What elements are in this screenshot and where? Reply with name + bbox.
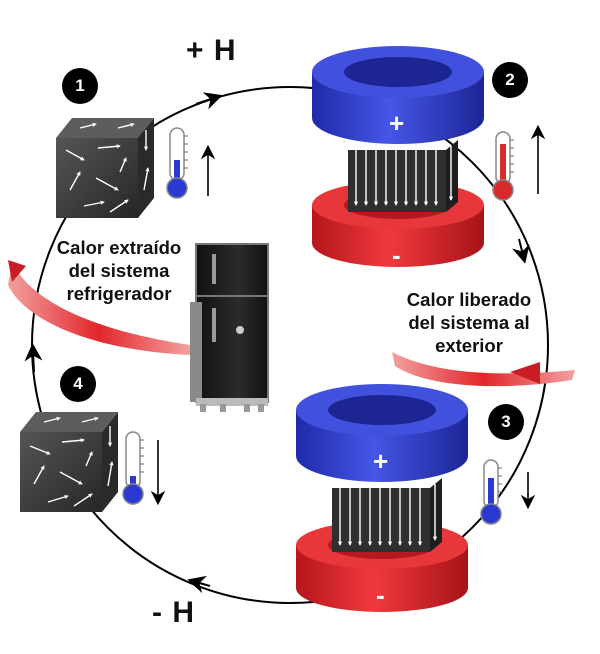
thermometer-cold-icon-3 — [480, 459, 502, 525]
field-label-plus-h: + H — [186, 34, 237, 67]
step-badge-2: 2 — [492, 62, 528, 98]
thermometer-cold-icon-1 — [166, 127, 188, 199]
magnet-top-3 — [296, 384, 468, 482]
pole-sign-north-2: + — [389, 108, 405, 138]
thermometer-hot-icon-2 — [492, 131, 514, 201]
pole-sign-south-2: - — [392, 240, 401, 270]
demagnetized-cube-4 — [20, 412, 118, 512]
heat-released-text: Calor liberado del sistema al exterior — [406, 289, 532, 356]
cycle-arrow-top-icon — [195, 92, 223, 110]
magnetized-cube-2 — [348, 140, 458, 212]
demagnetized-cube-1 — [56, 118, 154, 218]
cycle-arrow-right-icon — [512, 238, 530, 264]
thermometer-cold-icon-4 — [122, 431, 144, 505]
heat-extracted-text: Calor extraído del sistema refrigerador — [56, 237, 182, 304]
step-badge-4: 4 — [60, 366, 96, 402]
step-badge-3: 3 — [488, 404, 524, 440]
field-label-minus-h: - H — [152, 596, 195, 629]
pole-sign-south-3: - — [376, 580, 385, 610]
magnet-top-2 — [312, 46, 484, 144]
cycle-arrow-bottom-icon — [187, 575, 211, 594]
magnetized-cube-3 — [332, 478, 442, 552]
heat-arrow-left-icon — [8, 262, 190, 355]
cycle-arrow-left-icon — [24, 343, 43, 373]
pole-sign-north-3: + — [373, 446, 389, 476]
step-badge-1: 1 — [62, 68, 98, 104]
refrigerator-icon — [190, 243, 269, 412]
